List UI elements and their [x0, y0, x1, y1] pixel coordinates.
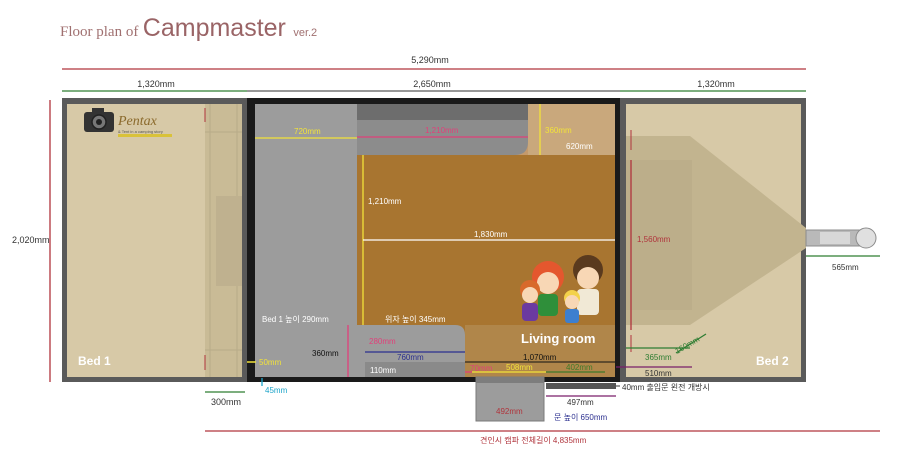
bottom-dark-strip — [365, 362, 465, 377]
logo-tagline: & Tent in a camping story — [118, 129, 163, 134]
seat-height-label: 위자 높이 345mm — [385, 314, 446, 324]
dim-497-label: 497mm — [567, 398, 594, 407]
bottom-tan-strip — [465, 325, 615, 377]
tow-hitch — [805, 227, 877, 249]
left-bed-width-label: 1,320mm — [137, 79, 175, 89]
dim-1560-label: 1,560mm — [637, 235, 671, 244]
dim-1070-label: 1,070mm — [523, 353, 557, 362]
door-panel — [475, 376, 545, 422]
dim-1210-top-label: 1,210mm — [425, 126, 459, 135]
logo: Pentax & Tent in a camping story — [84, 108, 172, 137]
dim-360-top-label: 360mm — [545, 126, 572, 135]
camera-icon — [84, 108, 114, 132]
title-prefix: Floor plan of — [60, 24, 139, 40]
dim-70-label: 70mm — [470, 364, 493, 373]
dim-620-label: 620mm — [566, 142, 593, 151]
right-bed-width-label: 1,320mm — [697, 79, 735, 89]
dim-50-label: 50mm — [259, 358, 282, 367]
bed1-height-label: Bed 1 높이 290mm — [262, 314, 329, 324]
page-title: Floor plan of Campmaster ver.2 — [60, 14, 317, 43]
logo-underline — [118, 134, 172, 137]
dim-360-mid-label: 360mm — [312, 349, 339, 358]
dim-492-label: 492mm — [496, 407, 523, 416]
closed-total-label: 견인시 캠파 전체길이 4,835mm — [480, 435, 587, 445]
dim-1830-label: 1,830mm — [474, 230, 508, 239]
total-width-label: 2,020mm — [12, 235, 50, 245]
characters-illustration — [520, 255, 603, 323]
bed1-cross-bar — [216, 196, 242, 286]
dim-160-line — [675, 333, 707, 354]
total-length-label: 5,290mm — [411, 55, 449, 65]
dim-365-label: 365mm — [645, 353, 672, 362]
logo-name: Pentax — [117, 114, 158, 129]
bed2-center-bar — [626, 160, 692, 310]
door-height-label: 문 높이 650mm — [554, 412, 608, 422]
dim-402-label: 402mm — [566, 363, 593, 372]
dim-508-label: 508mm — [506, 363, 533, 372]
dim-510-label: 510mm — [645, 369, 672, 378]
dim-720-label: 720mm — [294, 127, 321, 136]
dim-280-label: 280mm — [369, 337, 396, 346]
top-gray-bar-dark — [357, 104, 528, 120]
dim-1210-side-label: 1,210mm — [368, 197, 402, 206]
title-name: Campmaster — [142, 14, 286, 42]
dim-300-label: 300mm — [211, 397, 241, 407]
living-room-label: Living room — [521, 331, 595, 346]
dim-565-label: 565mm — [832, 263, 859, 272]
top-right-panel — [528, 104, 615, 155]
dim-760-label: 760mm — [397, 353, 424, 362]
left-gray-panel — [255, 104, 465, 377]
door-note-label: 40mm 출입문 왼전 개방시 — [622, 382, 710, 392]
bed1-label: Bed 1 — [78, 354, 111, 368]
bed2-label: Bed 2 — [756, 354, 789, 368]
title-version: ver.2 — [293, 27, 318, 39]
dim-45-label: 45mm — [265, 386, 288, 395]
center-width-label: 2,650mm — [413, 79, 451, 89]
door-open-bar — [546, 383, 616, 389]
dim-110-label: 110mm — [370, 366, 396, 375]
door-hinge — [476, 377, 544, 383]
